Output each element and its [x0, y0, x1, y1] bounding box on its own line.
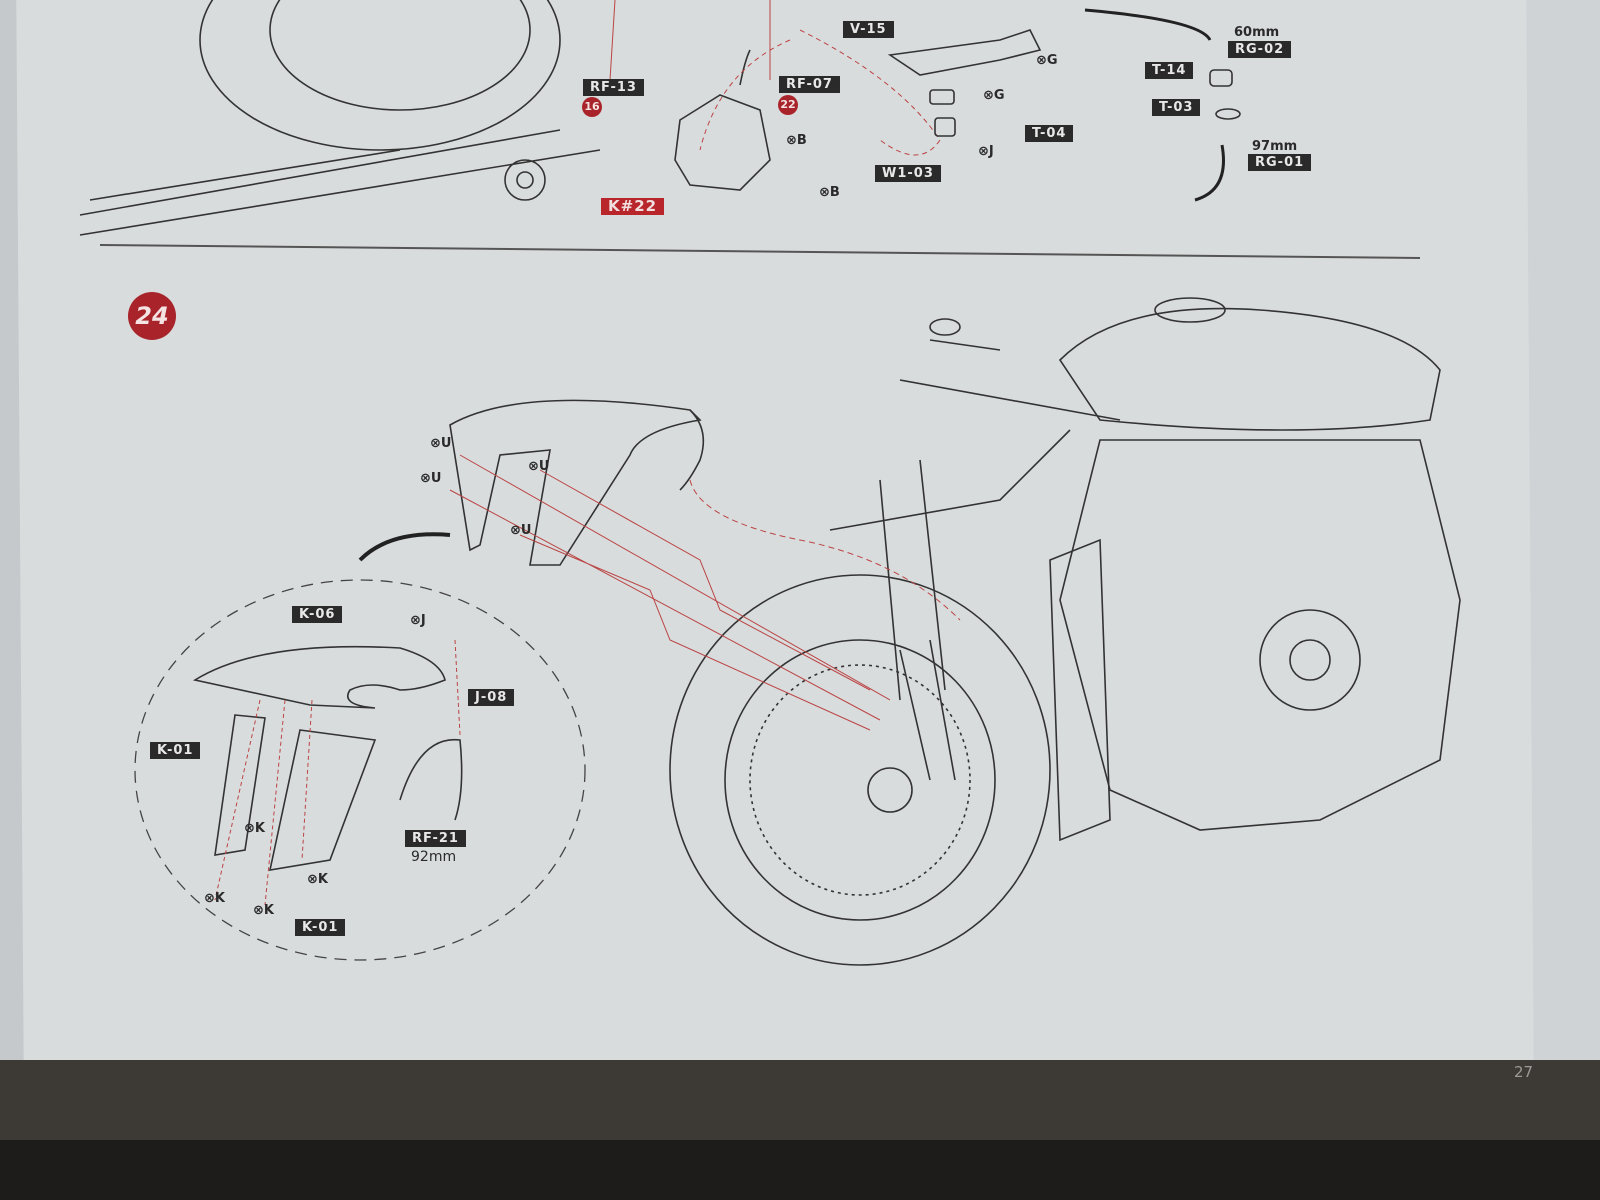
screw-label-u: ⊗U: [510, 523, 532, 538]
cable-length-label: 92mm: [411, 849, 457, 865]
length-label: 60mm: [1234, 25, 1280, 40]
screw-label-k: ⊗K: [253, 903, 274, 918]
reservoir-drawing: [887, 8, 1241, 202]
part-label-v-15: V-15: [843, 21, 894, 38]
screw-label-b: ⊗B: [819, 185, 840, 200]
step-ref-16: 16: [582, 97, 602, 117]
part-label-rf-07: RF-07: [779, 76, 840, 93]
step-ref-22: 22: [778, 95, 798, 115]
part-label-j-08: J-08: [468, 689, 515, 706]
screw-label-g: ⊗G: [983, 88, 1005, 103]
part-label-rf-21: RF-21: [405, 830, 466, 847]
part-label-t-04: T-04: [1025, 125, 1074, 142]
length-label: 97mm: [1252, 139, 1298, 154]
part-label-t-03: T-03: [1152, 99, 1201, 116]
screw-label-g: ⊗G: [1036, 53, 1058, 68]
screw-label-k: ⊗K: [307, 872, 328, 887]
part-label-k-06: K-06: [292, 606, 343, 623]
page-number: 27: [1514, 1063, 1534, 1081]
part-label-t-14: T-14: [1145, 62, 1194, 79]
rear-wheel-drawing: [79, 0, 1421, 259]
table-surface: [0, 1140, 1600, 1200]
detail-callout-drawing: [134, 579, 586, 961]
screw-label-j: ⊗J: [978, 144, 994, 159]
screw-label-j: ⊗J: [410, 613, 426, 628]
motorcycle-drawing: [669, 297, 1461, 966]
screw-label-u: ⊗U: [430, 436, 452, 451]
part-label-rg-02: RG-02: [1228, 41, 1292, 58]
screw-label-b: ⊗B: [786, 133, 807, 148]
part-label-k-01: K-01: [295, 919, 346, 936]
rearset-drawing: [609, 0, 941, 191]
kit-ref-label: K#22: [601, 198, 665, 215]
screw-label-k: ⊗K: [244, 821, 265, 836]
fender-drawing: [358, 399, 961, 731]
page-edge-band: [0, 1060, 1600, 1150]
screw-label-k: ⊗K: [204, 891, 225, 906]
part-label-w1-03: W1-03: [875, 165, 941, 182]
step-number-badge: 24: [128, 292, 176, 340]
part-label-k-01: K-01: [150, 742, 201, 759]
part-label-rf-13: RF-13: [583, 79, 644, 96]
screw-label-u: ⊗U: [420, 471, 442, 486]
screw-label-u: ⊗U: [528, 459, 550, 474]
part-label-rg-01: RG-01: [1248, 154, 1312, 171]
